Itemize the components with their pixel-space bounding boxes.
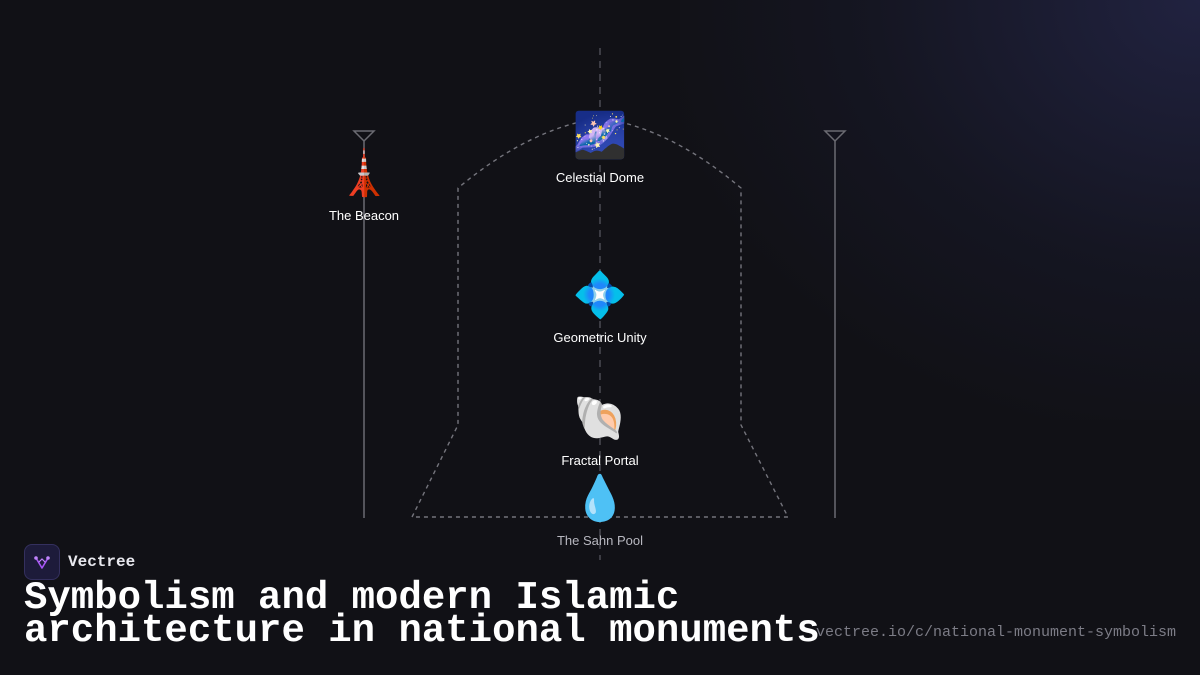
brand: Vectree <box>24 544 135 580</box>
node-the-sahn-pool[interactable]: 💧 The Sahn Pool <box>520 473 680 548</box>
title-line-2: architecture in national monuments <box>24 609 820 653</box>
droplet-icon: 💧 <box>572 473 628 524</box>
node-label: Fractal Portal <box>561 453 639 468</box>
brand-name: Vectree <box>68 553 136 571</box>
milky-way-icon: 🌌 <box>572 110 628 161</box>
node-label: Celestial Dome <box>555 170 645 185</box>
node-label: Geometric Unity <box>553 330 647 345</box>
page-title: Symbolism and modern Islamic architectur… <box>24 579 824 651</box>
node-fractal-portal[interactable]: 🐚 Fractal Portal <box>520 393 680 468</box>
node-label: The Sahn Pool <box>556 533 643 548</box>
node-geometric-unity[interactable]: 💠 Geometric Unity <box>520 270 680 345</box>
node-celestial-dome[interactable]: 🌌 Celestial Dome <box>520 110 680 185</box>
source-url[interactable]: vectree.io/c/national-monument-symbolism <box>815 624 1176 641</box>
mosque-outline <box>410 117 790 518</box>
vectree-logo-icon <box>24 544 60 580</box>
right-minaret-top <box>823 130 847 143</box>
node-label: The Beacon <box>328 208 400 223</box>
title-line-1: Symbolism and modern Islamic <box>24 576 680 620</box>
spiral-shell-icon: 🐚 <box>572 393 628 444</box>
tower-icon: 🗼 <box>336 148 392 199</box>
node-the-beacon[interactable]: 🗼 The Beacon <box>284 148 444 223</box>
left-minaret-top <box>352 130 376 143</box>
diamond-shape-icon: 💠 <box>572 270 628 321</box>
